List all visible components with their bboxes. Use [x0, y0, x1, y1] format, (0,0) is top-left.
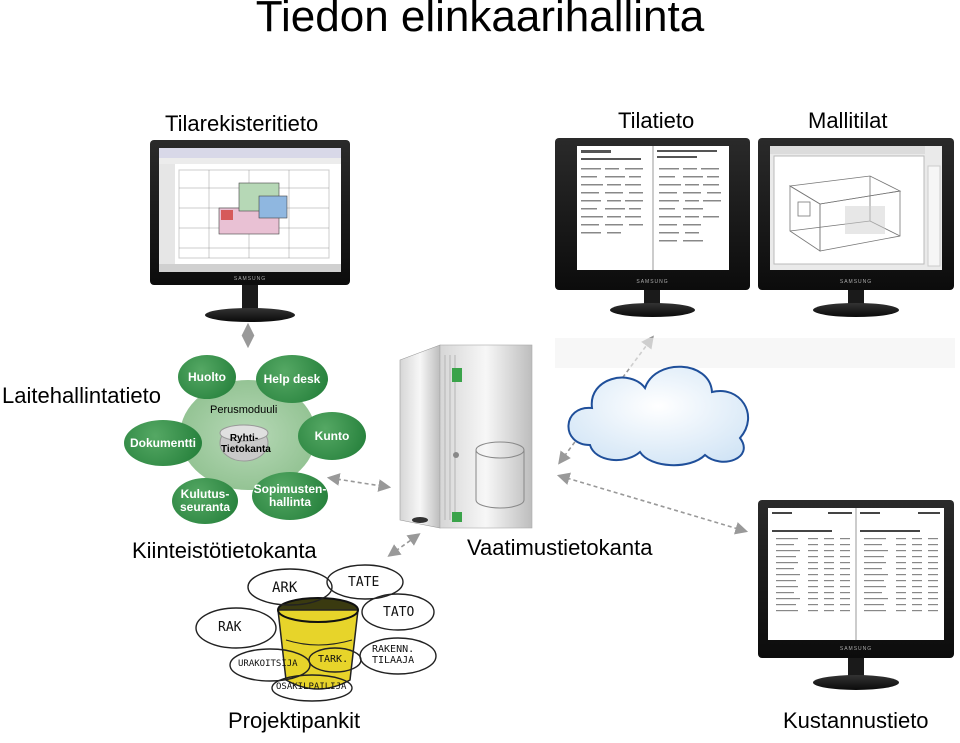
sketch-tate: TATE	[348, 575, 380, 590]
module-center-label: Perusmoduuli	[210, 404, 278, 416]
label-tilarekisteritieto: Tilarekisteritieto	[165, 111, 319, 136]
kustannustieto-screen	[768, 508, 944, 640]
monitor-brand: SAMSUNG	[839, 646, 873, 652]
sketch-rak: RAK	[218, 620, 242, 635]
project-bucket-icon	[277, 597, 359, 690]
label-projektipankit: Projektipankit	[228, 708, 361, 733]
sketch-ark: ARK	[272, 580, 298, 596]
monitor-tilatieto: SAMSUNG	[555, 138, 750, 320]
node-kunto[interactable]: Kunto	[298, 412, 366, 460]
tilatieto-screen	[577, 146, 729, 270]
monitor-floorplan: SAMSUNG	[150, 140, 350, 325]
label-mallitilat: Mallitilat	[808, 108, 888, 133]
cloud-icon	[567, 365, 750, 467]
arrow-server-to-project	[387, 533, 421, 557]
sketch-rakennuttaja: RAKENN. TILAAJA	[372, 644, 415, 666]
monitor-brand: SAMSUNG	[839, 279, 873, 285]
sketch-tato: TATO	[383, 605, 415, 620]
page-title: Tiedon elinkaarihallinta	[255, 0, 705, 41]
node-huolto[interactable]: Huolto	[178, 355, 236, 399]
monitor-brand: SAMSUNG	[636, 279, 669, 285]
server-icon	[399, 344, 533, 529]
module-core-label: Ryhti- Tietokanta	[221, 433, 271, 455]
label-kustannustieto: Kustannustieto	[783, 708, 929, 733]
node-kulutusseuranta[interactable]: Kulutus- seuranta	[172, 478, 238, 524]
mallitilat-screen	[770, 146, 942, 270]
node-sopimustenhallinta[interactable]: Sopimusten- hallinta	[252, 472, 328, 520]
label-tilatieto: Tilatieto	[618, 108, 695, 133]
label-kiinteistotietokanta: Kiinteistötietokanta	[132, 538, 317, 563]
monitor-brand: SAMSUNG	[233, 276, 267, 282]
node-dokumentti[interactable]: Dokumentti	[124, 420, 202, 466]
sketch-urakoitsija: URAKOITSIJA	[238, 659, 298, 669]
arrow-server-to-cost	[556, 472, 749, 535]
monitor-kustannustieto: SAMSUNG	[758, 500, 954, 695]
sketch-tark: TARK.	[318, 654, 349, 665]
floorplan-screen	[159, 148, 341, 272]
label-vaatimustietokanta: Vaatimustietokanta	[467, 535, 653, 560]
arrow-module-to-server	[326, 473, 392, 492]
monitor-mallitilat: SAMSUNG	[758, 138, 954, 320]
sketch-osakilpailija: OSAKILPAILIJA	[276, 682, 347, 692]
node-helpdesk[interactable]: Help desk	[256, 355, 328, 403]
label-laitehallintatieto: Laitehallintatieto	[2, 383, 162, 408]
